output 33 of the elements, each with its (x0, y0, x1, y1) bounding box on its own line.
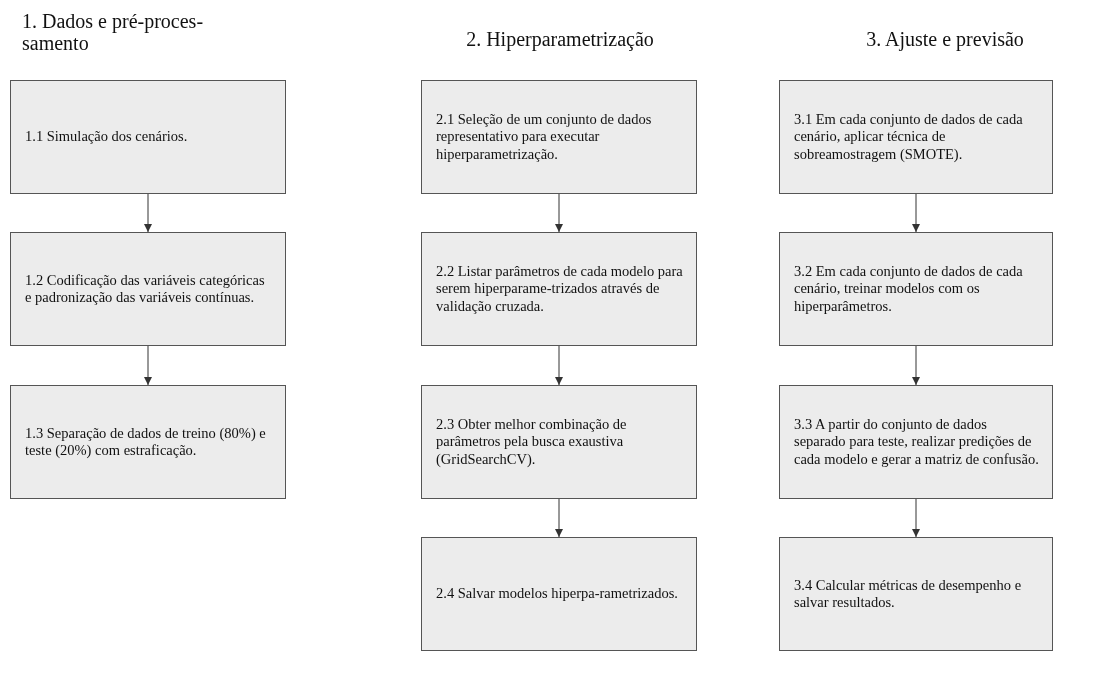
arrow (555, 345, 563, 386)
process-box (779, 80, 1053, 194)
process-box (10, 80, 286, 194)
arrow (144, 193, 152, 233)
step-text: 1.1 Simulação dos cenários. (25, 128, 188, 146)
process-box (421, 385, 697, 499)
arrow (144, 345, 152, 386)
arrow (912, 498, 920, 538)
step-text: 2.4 Salvar modelos hiperpa-rametrizados. (436, 585, 678, 603)
process-box (10, 232, 286, 346)
arrow (912, 345, 920, 386)
step-text: 3.3 A partir do conjunto de dados separado para teste, realizar predições de cada modelo e gerar a matriz de confusão. (794, 415, 1040, 469)
process-box (421, 537, 697, 651)
arrow (912, 193, 920, 233)
column-heading: 3. Ajuste e previsão (865, 28, 1025, 50)
step-text: 3.2 Em cada conjunto de dados de cada cenário, treinar modelos com os hiperparâmetros. (794, 262, 1024, 316)
process-box (421, 232, 697, 346)
process-box (421, 80, 697, 194)
process-box (779, 537, 1053, 651)
process-box (779, 232, 1053, 346)
arrow (555, 498, 563, 538)
step-text: 1.3 Separação de dados de treino (80%) e teste (20%) com estraficação. (25, 424, 267, 460)
step-text: 2.2 Listar parâmetros de cada modelo para serem hiperparame-trizados através de validação cruzada. (436, 262, 684, 316)
column-heading: 1. Dados e pré-proces-samento (22, 10, 205, 54)
column-heading: 2. Hiperparametrização (465, 28, 655, 50)
step-text: 2.3 Obter melhor combinação de parâmetros pela busca exaustiva (GridSearchCV). (436, 415, 628, 469)
arrow (555, 193, 563, 233)
step-text: 3.4 Calcular métricas de desempenho e salvar resultados. (794, 576, 1023, 612)
step-text: 1.2 Codificação das variáveis categóricas e padronização das variáveis contínuas. (25, 271, 266, 307)
process-box (10, 385, 286, 499)
process-box (779, 385, 1053, 499)
step-text: 2.1 Seleção de um conjunto de dados representativo para executar hiperparametrização. (436, 110, 653, 164)
step-text: 3.1 Em cada conjunto de dados de cada cenário, aplicar técnica de sobreamostragem (SMOTE). (794, 110, 1024, 164)
